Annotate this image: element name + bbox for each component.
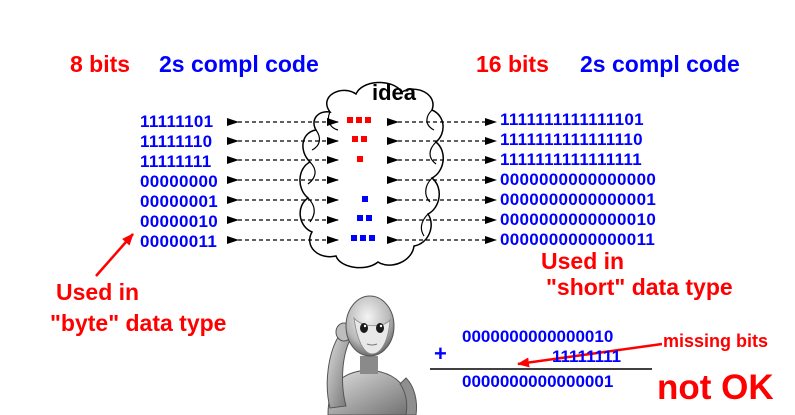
plus-sign: + (434, 341, 447, 366)
left-code-item: 11111110 (140, 132, 213, 151)
missing-bits-label: missing bits (663, 331, 769, 351)
right-bits-label: 16 bits (476, 51, 549, 77)
right-code-list: 1111111111111101 1111111111111110 111111… (500, 110, 656, 250)
positive-dots (351, 196, 375, 241)
right-code-item: 1111111111111101 (500, 110, 644, 129)
missing-bits-arrow (517, 342, 663, 368)
sum-result: 0000000000000001 (462, 372, 614, 391)
sum-operand-2: 11111111 (552, 347, 622, 366)
left-code-label: 2s compl code (159, 51, 319, 77)
thinking-robot-icon (326, 295, 417, 415)
left-used-in-label: Used in (56, 279, 140, 305)
negative-dots (347, 117, 371, 162)
left-bits-label: 8 bits (70, 51, 131, 77)
right-code-item: 0000000000000010 (500, 210, 657, 229)
right-code-label: 2s compl code (580, 51, 740, 77)
left-data-type-label: "byte" data type (50, 310, 227, 336)
idea-label: idea (372, 80, 417, 105)
right-code-item: 1111111111111111 (500, 150, 643, 169)
left-code-item: 00000000 (140, 172, 219, 191)
right-code-item: 1111111111111110 (500, 130, 643, 149)
right-code-item: 0000000000000000 (500, 170, 657, 189)
not-ok-label: not OK (657, 368, 774, 407)
left-code-item: 11111111 (140, 152, 212, 171)
right-data-type-label: "short" data type (546, 274, 733, 300)
sum-operand-1: 0000000000000010 (462, 327, 614, 346)
left-code-list: 11111101 11111110 11111111 00000000 0000… (140, 112, 218, 252)
right-used-in-label: Used in (541, 248, 625, 274)
left-code-item: 00000010 (140, 212, 219, 231)
left-code-item: 11111101 (140, 112, 214, 131)
left-code-item: 00000011 (140, 232, 218, 251)
byte-pointer-arrow (95, 233, 134, 277)
left-code-item: 00000001 (140, 192, 219, 211)
right-code-item: 0000000000000001 (500, 190, 657, 209)
right-code-item: 0000000000000011 (500, 230, 656, 249)
